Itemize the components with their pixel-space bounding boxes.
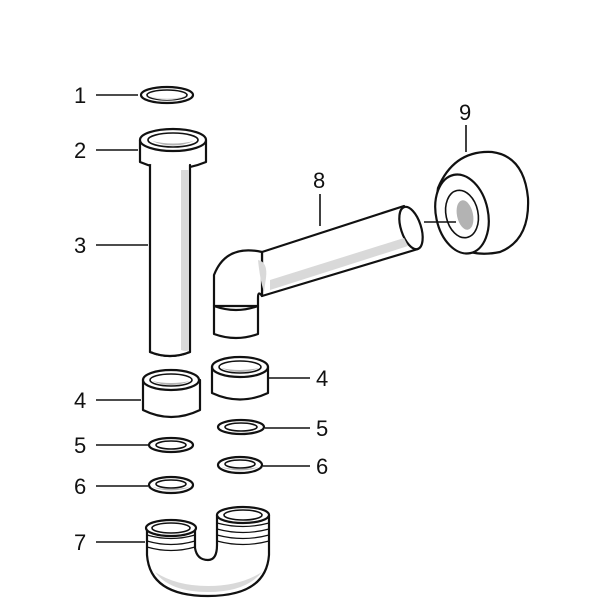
callout-6-left: 6	[74, 474, 86, 499]
part-4-right-nut	[210, 355, 270, 401]
callout-5-right: 5	[316, 416, 328, 441]
callout-labels: 1 2 3 4 4 5 5 6 6 7 8 9	[74, 83, 471, 555]
callout-8: 8	[313, 168, 325, 193]
callout-4-right: 4	[316, 366, 328, 391]
callout-4-left: 4	[74, 388, 86, 413]
callout-7: 7	[74, 530, 86, 555]
callout-5-left: 5	[74, 433, 86, 458]
part-4-left-nut	[141, 368, 202, 419]
callout-3: 3	[74, 233, 86, 258]
callout-6-right: 6	[316, 454, 328, 479]
part-6-right-gasket	[216, 455, 264, 475]
part-5-right-ring	[216, 418, 266, 436]
part-7-u-bend-trap	[144, 505, 271, 598]
part-9-wall-rosette	[434, 150, 530, 255]
part-1-seal-ring	[139, 85, 195, 105]
part-2-compression-nut	[138, 127, 208, 171]
part-8-elbow-pipe	[212, 204, 424, 340]
part-3-vertical-tube	[148, 163, 192, 358]
callout-9: 9	[459, 100, 471, 125]
callout-1: 1	[74, 83, 86, 108]
callout-2: 2	[74, 138, 86, 163]
part-6-left-gasket	[147, 475, 195, 495]
leader-lines	[96, 94, 467, 543]
part-5-left-ring	[147, 436, 195, 454]
